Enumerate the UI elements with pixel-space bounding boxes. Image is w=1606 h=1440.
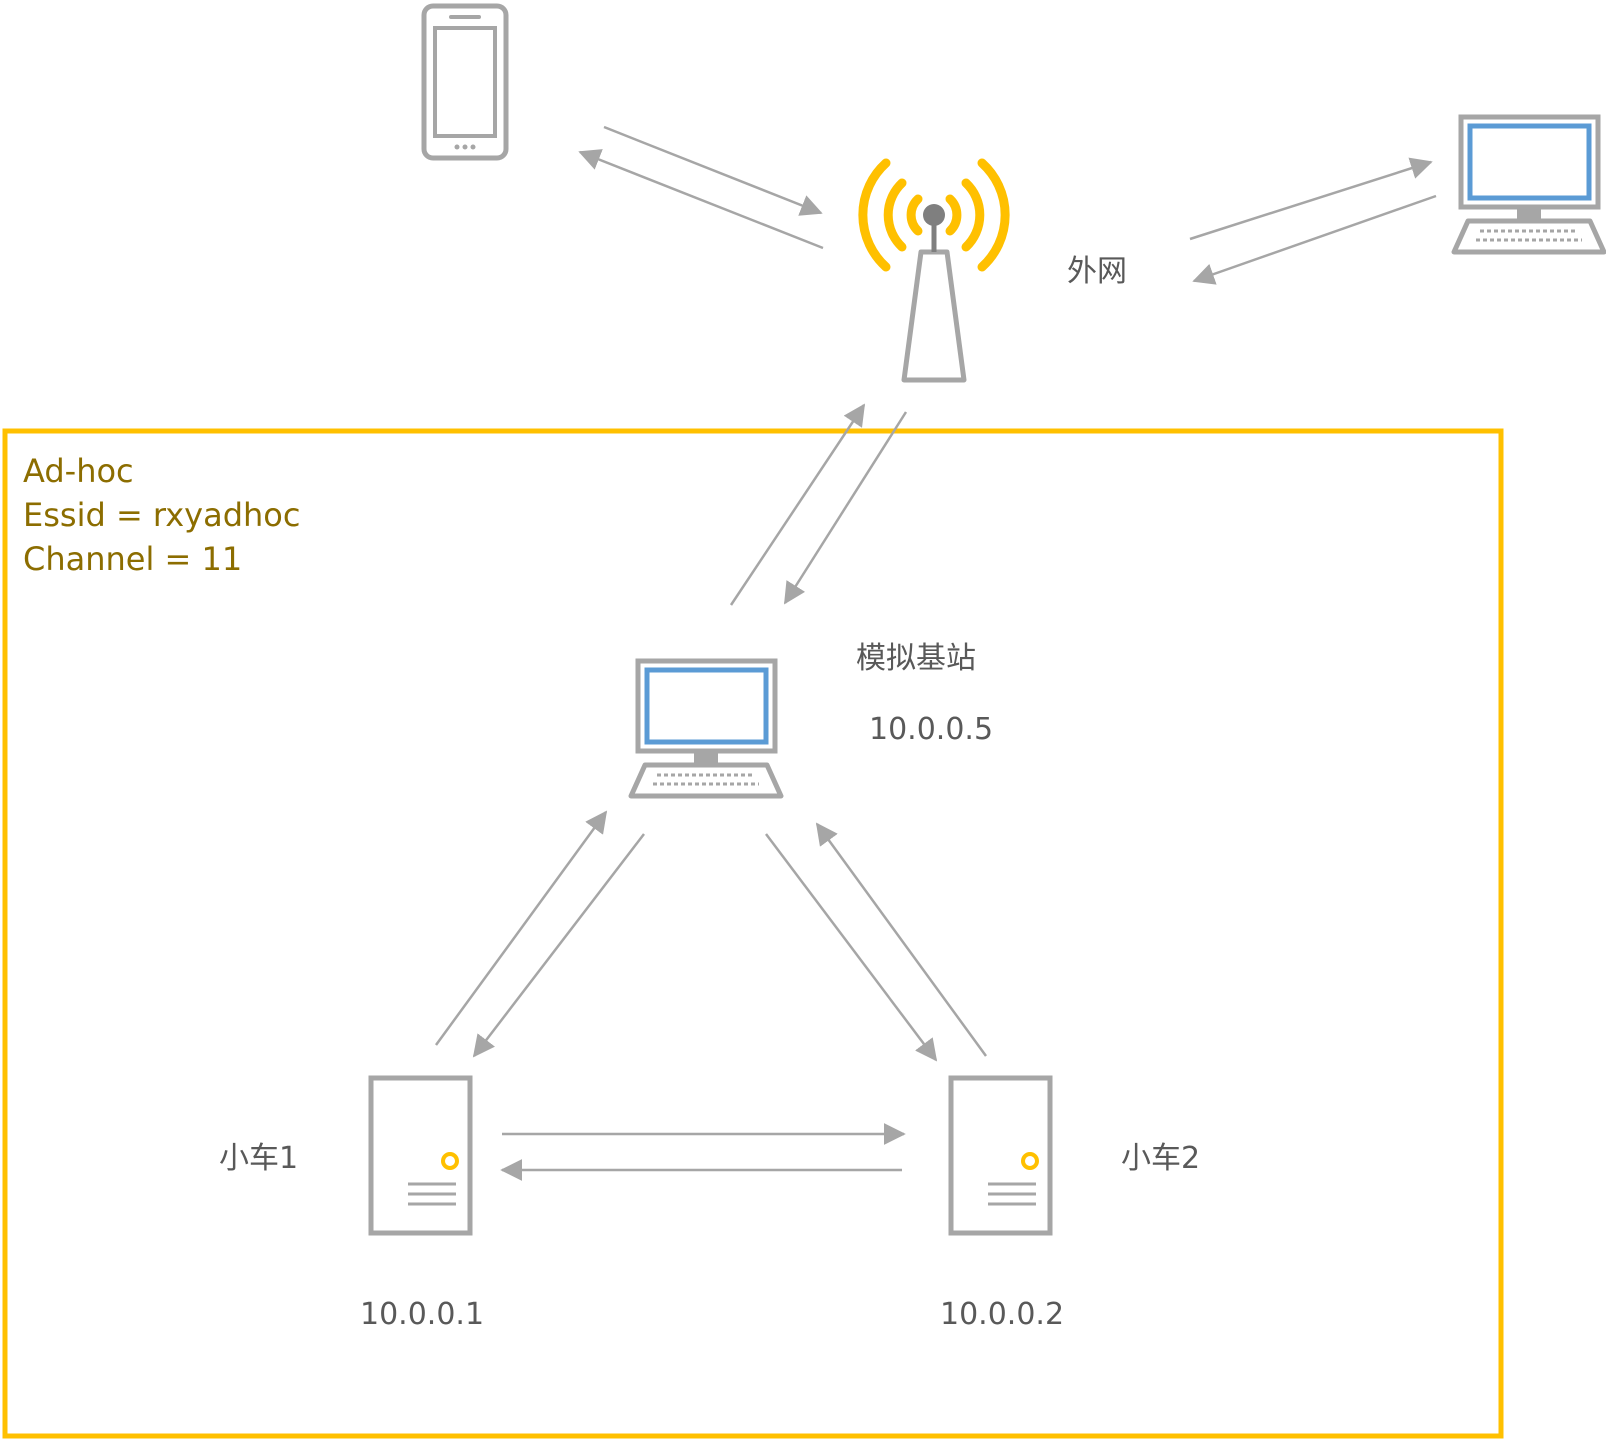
adhoc-essid-label: Essid = rxyadhoc (23, 496, 300, 534)
base-station-computer-icon (628, 658, 784, 799)
base-station-ip-label: 10.0.0.5 (869, 712, 993, 747)
arrow-tower-to-phone (578, 149, 824, 250)
arrow-base-to-car2 (765, 833, 938, 1062)
car1-name-label: 小车1 (219, 1141, 298, 1176)
arrow-car1-to-base (434, 810, 608, 1046)
arrow-base-to-car1 (472, 833, 645, 1058)
smartphone-icon (421, 3, 509, 161)
wireless-tower-icon (858, 158, 1010, 383)
arrow-remote-pc-to-tower (1192, 194, 1437, 285)
arrow-tower-to-remote-pc (1189, 157, 1433, 241)
arrow-tower-to-base (783, 411, 908, 605)
adhoc-network-box (2, 428, 1504, 1439)
adhoc-mode-label: Ad-hoc (23, 452, 134, 490)
arrow-phone-to-tower (603, 125, 823, 216)
connection-arrows (434, 125, 1437, 1181)
arrow-base-to-tower (729, 403, 866, 606)
remote-computer-icon (1451, 114, 1606, 255)
car2-ip-label: 10.0.0.2 (940, 1297, 1064, 1332)
car1-server-icon (368, 1075, 473, 1236)
external-network-label: 外网 (1067, 254, 1127, 289)
adhoc-channel-label: Channel = 11 (23, 540, 242, 578)
car1-ip-label: 10.0.0.1 (360, 1297, 484, 1332)
arrow-car2-to-base (815, 822, 988, 1057)
car2-server-icon (948, 1075, 1053, 1236)
car2-name-label: 小车2 (1121, 1141, 1200, 1176)
base-station-name-label: 模拟基站 (856, 641, 976, 676)
